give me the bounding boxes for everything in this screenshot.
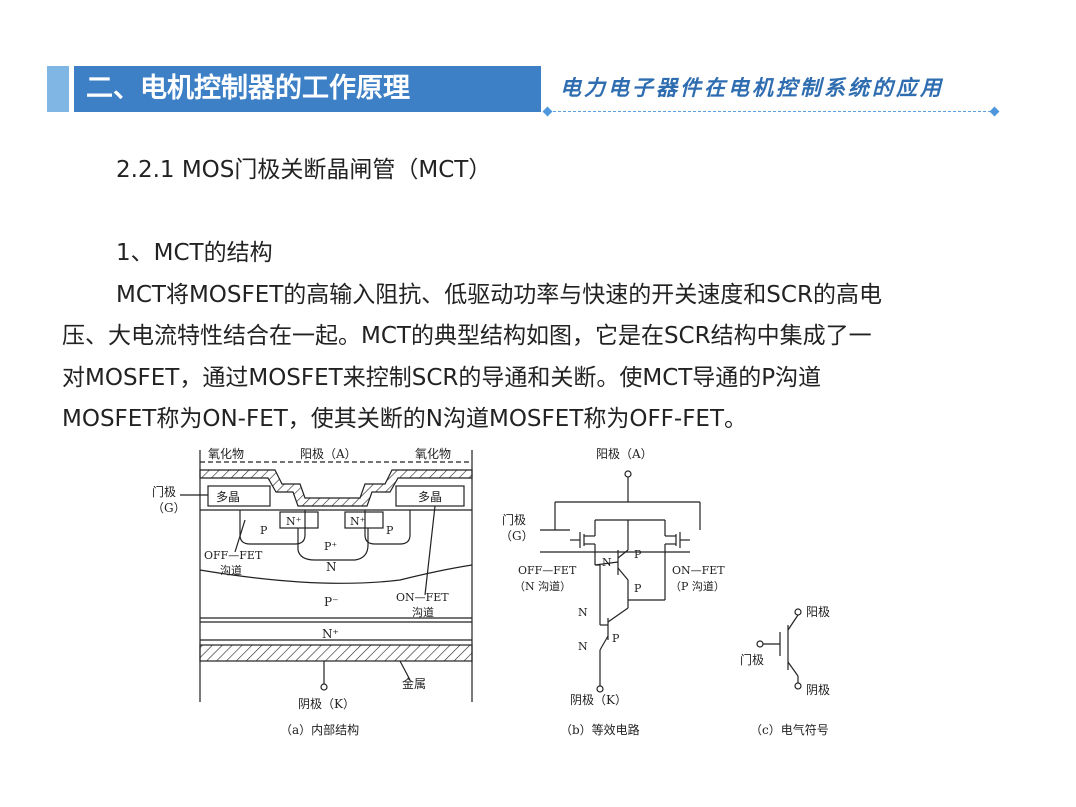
label-off-fet-b: OFF—FET — [518, 564, 577, 577]
label-p-b3: P — [612, 632, 620, 645]
subtitle-underline — [548, 111, 996, 112]
header-bar — [74, 66, 541, 112]
paragraph-line-2: 压、大电流特性结合在一起。MCT的典型结构如图，它是在SCR结构中集成了一 — [62, 323, 872, 349]
electrical-symbol-diagram — [756, 608, 802, 690]
label-nplus-bottom: N⁺ — [322, 627, 339, 641]
label-on-fet-a: ON—FET — [396, 591, 449, 604]
label-on-channel-a: 沟道 — [412, 605, 434, 619]
label-nplus-right: N⁺ — [350, 515, 366, 528]
label-n-b2: N — [578, 606, 588, 619]
label-gate-b: 门极 — [502, 512, 526, 527]
label-off-channel-a: 沟道 — [220, 563, 242, 577]
label-p-b2: P — [634, 582, 642, 595]
label-nplus-left: N⁺ — [286, 515, 302, 528]
label-on-fet-b: ON—FET — [672, 564, 725, 577]
label-anode-a: 阳极（A） — [300, 447, 357, 461]
label-metal: 金属 — [402, 676, 426, 691]
paragraph-line-4: MOSFET称为ON-FET，使其关断的N沟道MOSFET称为OFF-FET。 — [62, 406, 748, 432]
page-title: 二、电机控制器的工作原理 — [86, 73, 410, 104]
label-cathode-b: 阴极（K） — [570, 693, 627, 707]
label-poly-left: 多晶 — [216, 490, 240, 504]
label-off-fet-a: OFF—FET — [204, 549, 263, 562]
label-anode-b: 阳极（A） — [596, 447, 653, 461]
label-cathode-a: 阴极（K） — [298, 697, 355, 711]
caption-c: （c）电气符号 — [750, 722, 829, 737]
underline-diamond-right — [989, 106, 1000, 117]
label-oxide-right: 氧化物 — [415, 447, 451, 461]
label-n-b3: N — [578, 640, 588, 653]
section-title: 2.2.1 MOS门极关断晶闸管（MCT） — [116, 157, 492, 183]
label-p-left: P — [260, 524, 268, 537]
caption-b: （b）等效电路 — [560, 722, 640, 737]
internal-structure-diagram — [180, 450, 473, 702]
label-p-right: P — [386, 524, 394, 537]
label-pplus: P⁺ — [324, 540, 337, 553]
paragraph-line-1: MCT将MOSFET的高输入阻抗、低驱动功率与快速的开关速度和SCR的高电 — [116, 282, 882, 308]
label-p-minus: P⁻ — [324, 595, 338, 609]
caption-a: （a）内部结构 — [280, 722, 359, 737]
label-oxide-left: 氧化物 — [208, 447, 244, 461]
paragraph-line-3: 对MOSFET，通过MOSFET来控制SCR的导通和关断。使MCT导通的P沟道 — [62, 365, 822, 391]
label-gate-c: 门极 — [740, 652, 764, 667]
label-gate-g-a: （G） — [152, 501, 186, 515]
equivalent-circuit-diagram — [540, 470, 701, 693]
label-p-b1: P — [634, 548, 642, 561]
page-subtitle: 电力电子器件在电机控制系统的应用 — [560, 75, 944, 100]
label-n: N — [326, 560, 337, 574]
mct-figure: 氧化物 阳极（A） 氧化物 门极 （G） 多晶 多晶 P N⁺ N⁺ P P⁺ … — [152, 447, 830, 737]
label-cathode-c: 阴极 — [806, 683, 830, 697]
label-n-b1: N — [602, 556, 612, 569]
label-on-sub-b: （P 沟道） — [670, 579, 725, 593]
header-accent-block — [47, 66, 69, 112]
subsection-heading: 1、MCT的结构 — [116, 240, 273, 266]
label-poly-right: 多晶 — [418, 490, 442, 504]
underline-diamond-left — [542, 106, 553, 117]
label-gate-g-b: （G） — [500, 529, 534, 543]
label-off-sub-b: （N 沟道） — [514, 579, 571, 593]
label-anode-c: 阳极 — [806, 605, 830, 619]
label-gate-a: 门极 — [152, 484, 176, 499]
